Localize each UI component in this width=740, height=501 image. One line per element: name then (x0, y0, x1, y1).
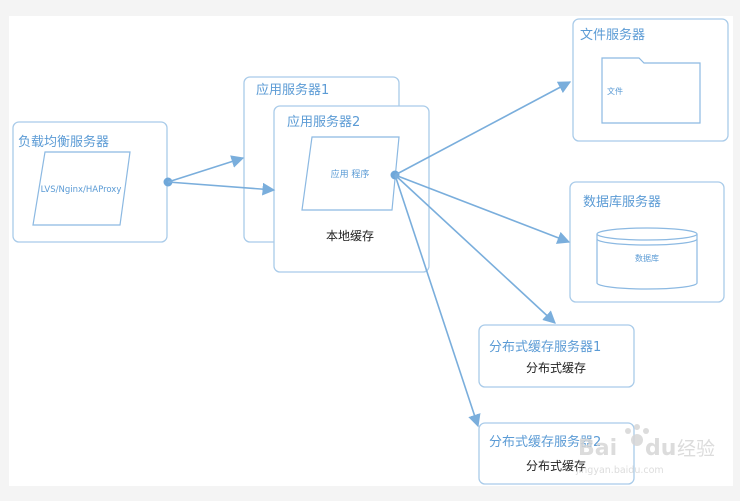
cache-server-1-content: 分布式缓存 (526, 361, 586, 375)
app-server-2-title: 应用服务器2 (287, 114, 360, 130)
arrow-lb-to-app1 (167, 155, 245, 183)
paw-toe-2 (634, 424, 640, 430)
load-balancer-server: 负载均衡服务器 LVS/Nginx/HAProxy (12, 121, 168, 243)
load-balancer-parallelogram (32, 151, 131, 226)
paw-toe-3 (643, 428, 649, 434)
load-balancer-content: LVS/Nginx/HAProxy (41, 185, 122, 195)
database-cylinder-ring (596, 238, 698, 246)
arrow-lb-to-app2 (167, 181, 276, 196)
database-content-label: 数据库 (635, 253, 659, 263)
watermark-logo: Bai (578, 436, 617, 461)
cache-server-2-box (478, 422, 635, 485)
baidu-watermark: Bai du 经验 jingyan.baidu.com (575, 424, 715, 476)
folder-icon (601, 57, 701, 124)
database-cylinder-top (596, 227, 698, 241)
file-server: 文件服务器 文件 (572, 18, 729, 142)
arrow-app-to-file (394, 81, 572, 176)
arrow-app-to-cache1 (394, 174, 556, 324)
app-server-2: 应用服务器2 应用 程序 本地缓存 (273, 105, 430, 273)
load-balancer-title: 负载均衡服务器 (18, 134, 109, 150)
cache-server-1: 分布式缓存服务器1 分布式缓存 (478, 324, 635, 388)
file-server-title: 文件服务器 (580, 27, 645, 43)
paw-icon (631, 434, 643, 446)
cache-server-1-box (478, 324, 635, 388)
watermark-brand: 经验 (677, 438, 715, 460)
watermark-url: jingyan.baidu.com (575, 465, 664, 476)
cache-server-2: 分布式缓存服务器2 分布式缓存 (478, 422, 635, 485)
cache-server-2-title: 分布式缓存服务器2 (489, 434, 601, 450)
watermark-logo-2: du (645, 436, 676, 461)
cache-server-1-title: 分布式缓存服务器1 (489, 339, 601, 355)
file-content-label: 文件 (607, 86, 623, 96)
arrow-app-to-database (394, 174, 571, 244)
app-program-label: 应用 程序 (331, 168, 370, 180)
database-cylinder-body (596, 234, 698, 290)
cache-server-2-content: 分布式缓存 (526, 459, 586, 473)
app-server-1-title: 应用服务器1 (256, 82, 329, 98)
database-server-title: 数据库服务器 (583, 194, 661, 210)
paw-toe-1 (625, 428, 631, 434)
database-server: 数据库服务器 数据库 (569, 181, 725, 303)
local-cache-label: 本地缓存 (326, 229, 374, 243)
arrow-app-to-cache2 (394, 174, 481, 428)
app-program-parallelogram (301, 136, 400, 211)
